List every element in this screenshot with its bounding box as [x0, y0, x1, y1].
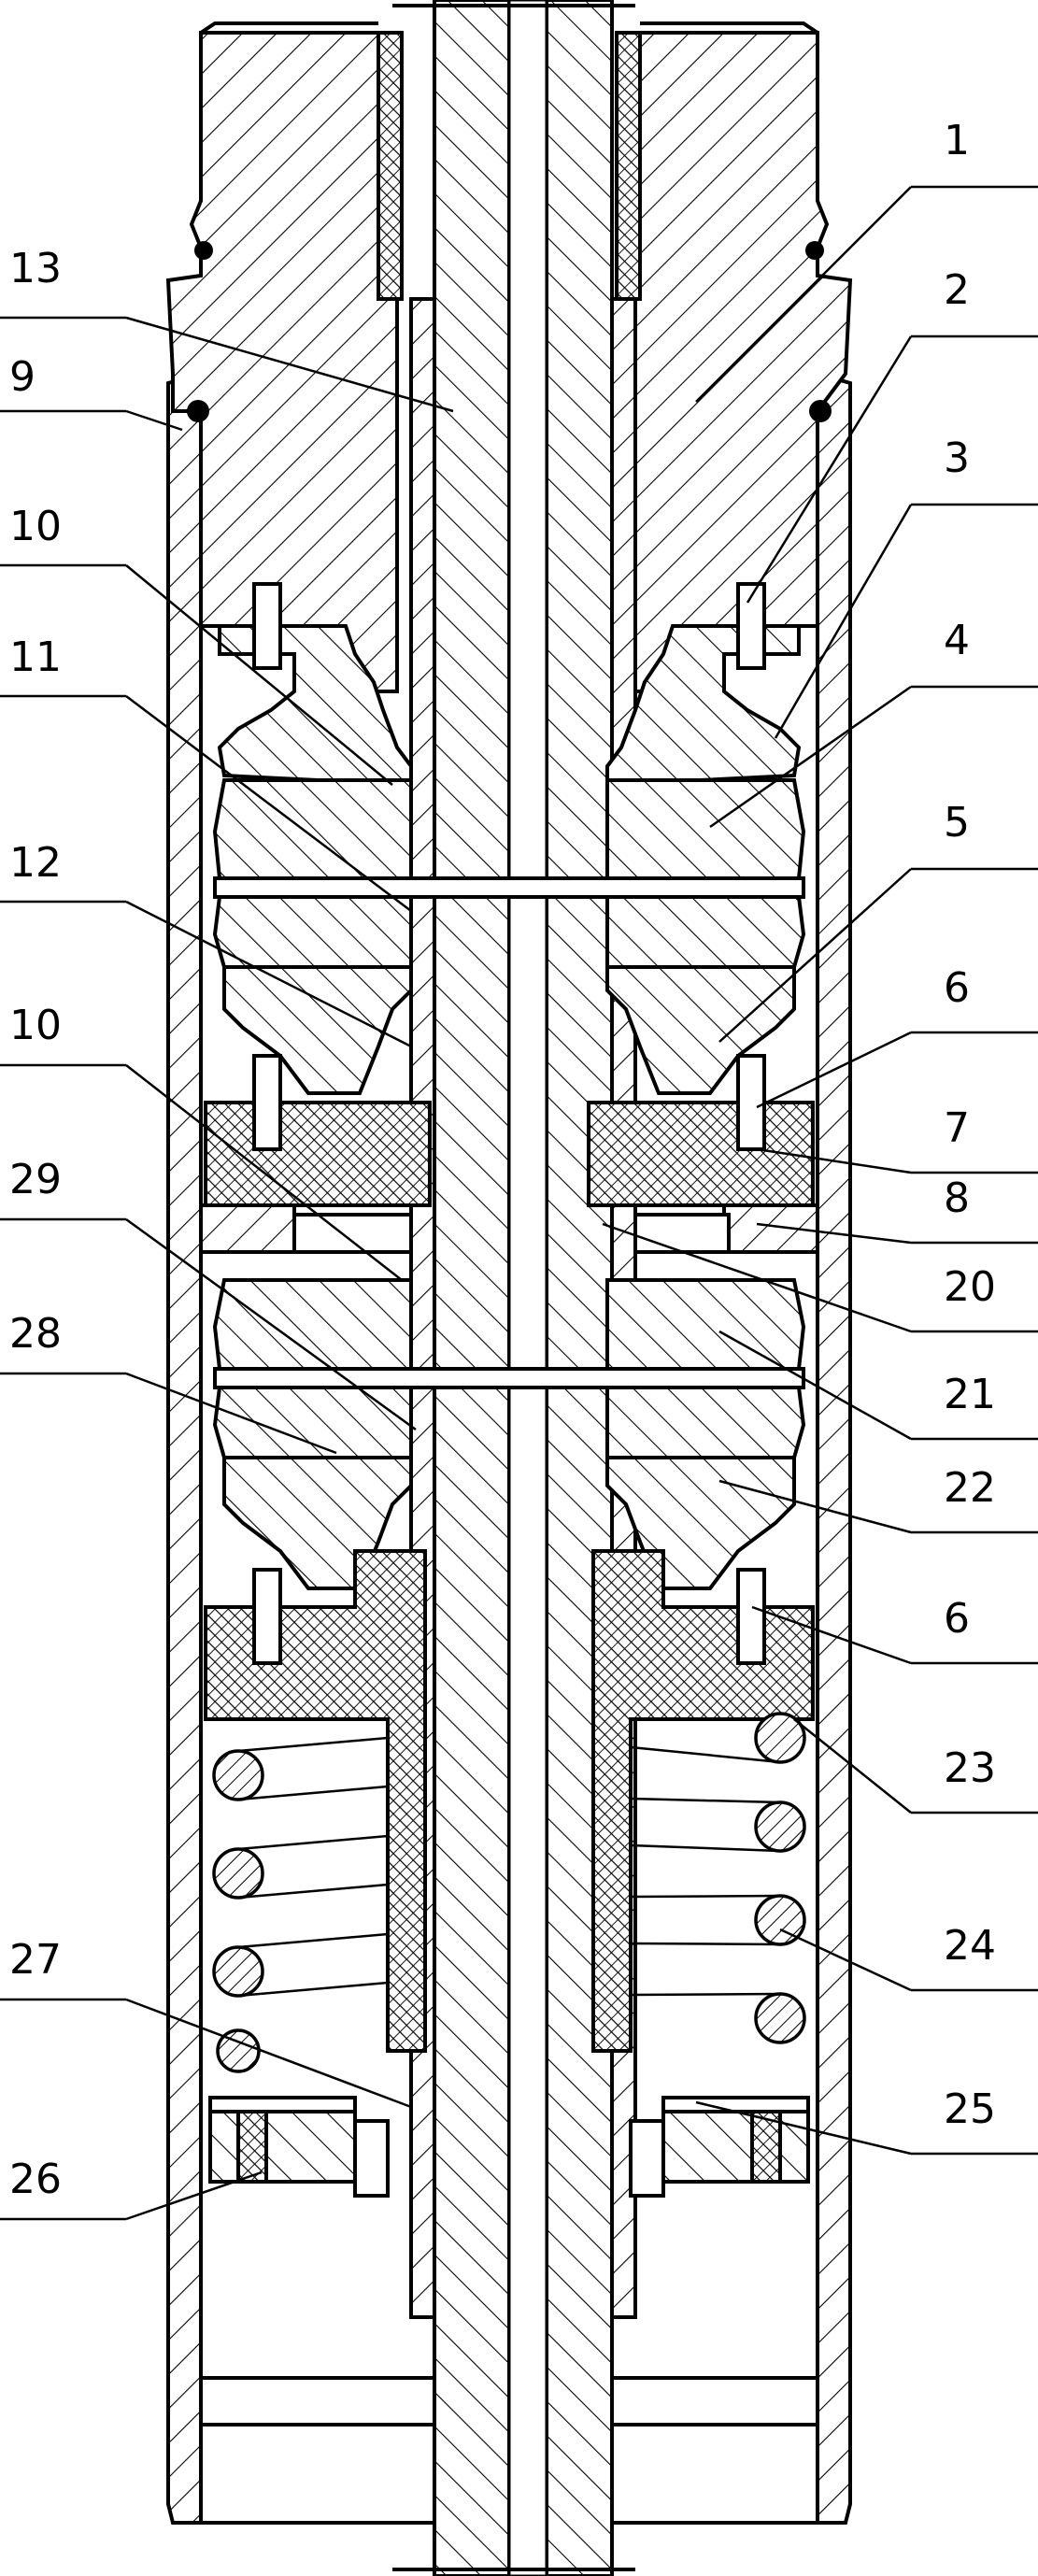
callout-11: 11: [9, 633, 62, 681]
callout-12: 12: [9, 839, 62, 887]
o-rings: [187, 241, 832, 422]
spring: [212, 1712, 806, 2073]
callout-25: 25: [944, 2085, 996, 2133]
callout-2: 2: [944, 266, 970, 314]
callout-27: 27: [9, 1936, 62, 1984]
callout-10b: 10: [9, 1002, 62, 1049]
callout-13: 13: [9, 245, 62, 292]
callout-21: 21: [944, 1371, 996, 1418]
callout-23: 23: [944, 1744, 996, 1792]
callout-1: 1: [944, 117, 970, 164]
outer-housing: [166, 371, 852, 2525]
callout-5: 5: [944, 799, 970, 847]
callout-labels: 1 2 3 4 5 6 7 8 20 21 22 6 23 24 25 13 9…: [9, 117, 996, 2203]
central-shaft: [392, 0, 637, 2576]
callout-26: 26: [9, 2156, 62, 2203]
callout-3: 3: [944, 434, 970, 482]
callout-9: 9: [9, 353, 36, 401]
divider-ring: [199, 1203, 819, 1254]
lower-module: [204, 1278, 815, 2053]
callout-28: 28: [9, 1310, 62, 1358]
callout-8: 8: [944, 1174, 970, 1222]
callout-24: 24: [944, 1922, 996, 1970]
callout-29: 29: [9, 1156, 62, 1203]
leader-lines: [0, 185, 1038, 2221]
callout-6a: 6: [944, 964, 970, 1012]
callout-22: 22: [944, 1464, 996, 1512]
callout-6b: 6: [944, 1595, 970, 1643]
callout-20: 20: [944, 1263, 996, 1311]
upper-module: [204, 582, 815, 1207]
callout-7: 7: [944, 1104, 970, 1152]
callout-4: 4: [944, 617, 970, 664]
packing-rings: [377, 31, 642, 301]
callout-10a: 10: [9, 503, 62, 550]
